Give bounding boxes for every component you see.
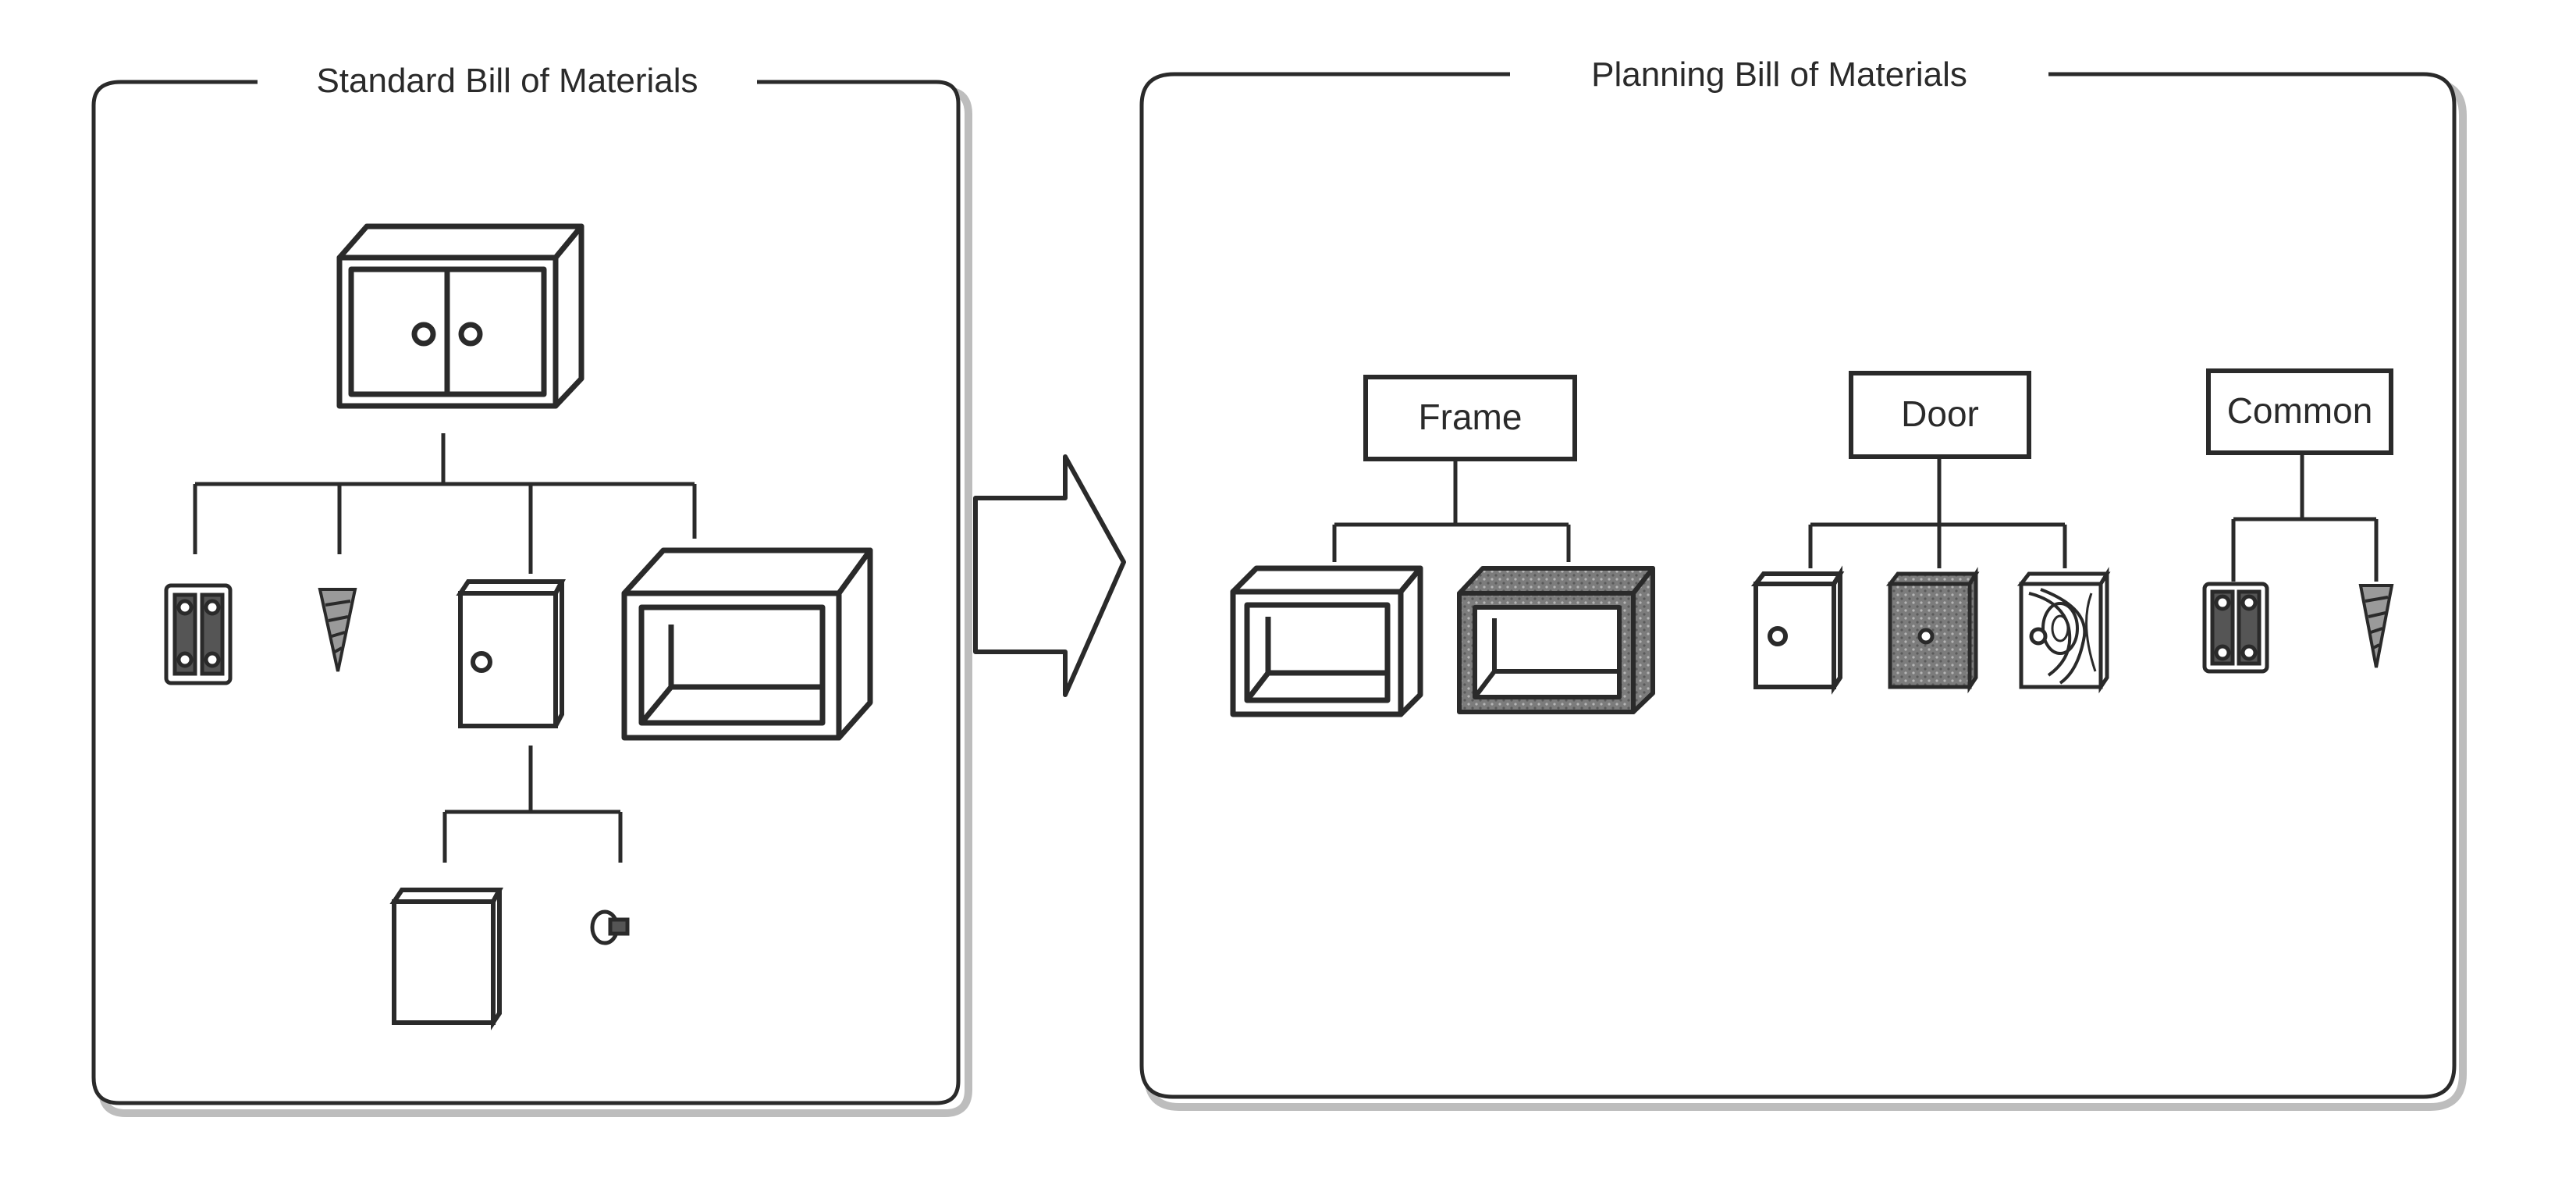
planning-bom-title: Planning Bill of Materials bbox=[1591, 55, 1967, 94]
screw-icon bbox=[318, 588, 357, 672]
door-icon bbox=[1885, 567, 1980, 694]
hinge-icon bbox=[164, 583, 233, 685]
cabinet-icon bbox=[336, 223, 584, 409]
hinge-icon bbox=[2202, 582, 2269, 674]
planning-bom-tree-lines bbox=[1332, 454, 2379, 582]
door-icon bbox=[2016, 567, 2111, 694]
group-box-frame: Frame bbox=[1363, 375, 1577, 461]
group-label-door: Door bbox=[1901, 393, 1979, 434]
door-icon bbox=[456, 579, 566, 728]
standard-bom-tree-lines bbox=[193, 433, 697, 863]
screw-icon bbox=[2358, 584, 2394, 668]
group-box-door: Door bbox=[1849, 371, 2031, 459]
group-label-frame: Frame bbox=[1419, 397, 1523, 437]
standard-bom-title: Standard Bill of Materials bbox=[316, 62, 698, 100]
frame-icon bbox=[1457, 566, 1655, 714]
right-arrow-icon bbox=[973, 454, 1126, 697]
door-icon bbox=[1750, 565, 1845, 695]
door-panel-icon bbox=[389, 888, 503, 1030]
group-box-common: Common bbox=[2206, 368, 2393, 455]
knob-icon bbox=[590, 909, 630, 945]
frame-icon bbox=[621, 547, 873, 741]
group-label-common: Common bbox=[2227, 390, 2373, 431]
frame-icon bbox=[1230, 565, 1423, 717]
